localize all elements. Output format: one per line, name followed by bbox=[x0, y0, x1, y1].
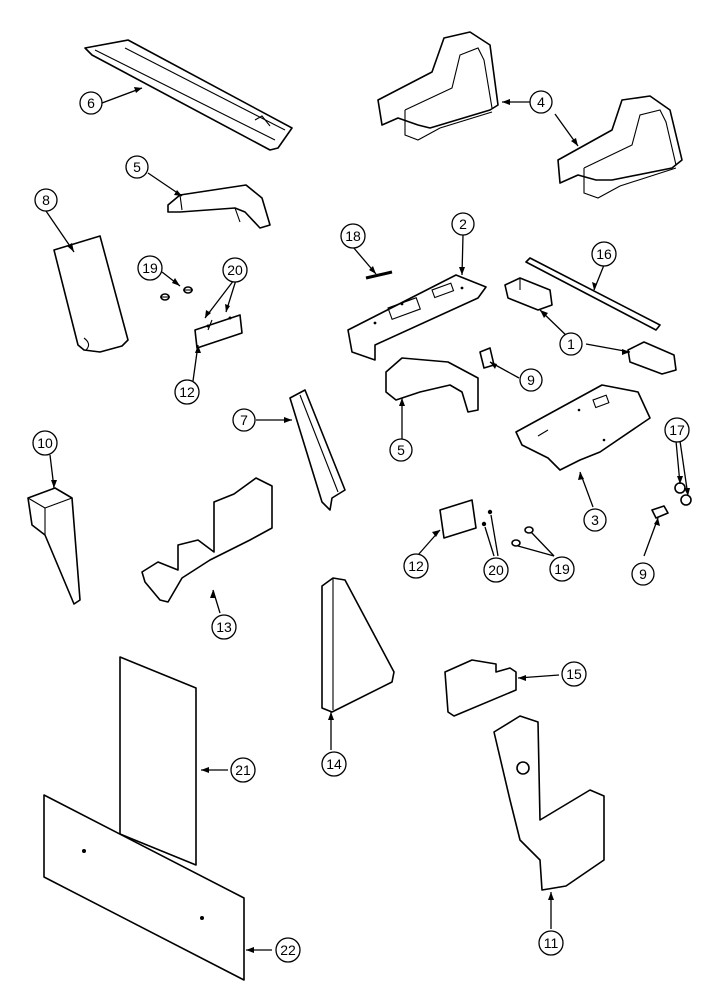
part-12-bracket-lower bbox=[439, 499, 477, 539]
part-11-l-block bbox=[493, 715, 605, 891]
callout-7: 7 bbox=[232, 408, 256, 432]
part-4-cover-lower bbox=[557, 95, 683, 199]
part-21-panel bbox=[119, 656, 197, 866]
part-1-pad-upper bbox=[504, 277, 553, 311]
callout-20-lower: 20 bbox=[483, 557, 509, 583]
callout-9-upper-label: 9 bbox=[527, 372, 535, 388]
part-22-panel bbox=[43, 794, 245, 981]
leader-arrowheads bbox=[51, 87, 690, 953]
part-17-washers bbox=[674, 482, 692, 506]
part-6-panel bbox=[84, 39, 293, 151]
part-7-angle bbox=[289, 389, 346, 511]
callout-4-label: 4 bbox=[537, 94, 545, 110]
part-9-clip-upper bbox=[479, 347, 495, 369]
callout-12-lower-label: 12 bbox=[408, 558, 424, 574]
callout-20-upper-label: 20 bbox=[227, 262, 243, 278]
part-16-strip bbox=[525, 257, 661, 331]
callout-1-label: 1 bbox=[567, 336, 575, 352]
part-18-strip bbox=[365, 270, 393, 280]
callout-19-lower: 19 bbox=[549, 556, 575, 582]
part-4-cover-upper bbox=[377, 31, 499, 141]
callout-9-lower: 9 bbox=[631, 562, 655, 586]
callout-18-label: 18 bbox=[345, 228, 361, 244]
callout-7-label: 7 bbox=[240, 412, 248, 428]
callout-1: 1 bbox=[559, 332, 583, 356]
part-5-guard-upper bbox=[167, 184, 271, 229]
callout-19-upper: 19 bbox=[137, 255, 163, 281]
callout-13: 13 bbox=[211, 614, 237, 640]
callout-17-label: 17 bbox=[669, 422, 685, 438]
callout-8-label: 8 bbox=[42, 192, 50, 208]
part-5-guard-lower bbox=[385, 357, 479, 413]
callout-15-label: 15 bbox=[566, 666, 582, 682]
callout-4: 4 bbox=[529, 90, 553, 114]
callout-5-lower-label: 5 bbox=[397, 442, 405, 458]
callout-11-label: 11 bbox=[544, 935, 559, 951]
callout-10-label: 10 bbox=[37, 435, 53, 451]
callout-16-label: 16 bbox=[596, 246, 612, 262]
part-12-bracket-upper bbox=[194, 314, 243, 349]
part-3-floor-plate bbox=[515, 384, 651, 471]
callout-17: 17 bbox=[664, 417, 690, 443]
part-13-stepped-block bbox=[141, 477, 273, 603]
callout-12-upper: 12 bbox=[174, 379, 200, 405]
callout-21: 21 bbox=[230, 757, 256, 783]
callout-13-label: 13 bbox=[216, 619, 232, 635]
callout-9-upper: 9 bbox=[519, 368, 543, 392]
callout-3: 3 bbox=[583, 508, 607, 532]
callout-9-lower-label: 9 bbox=[639, 566, 647, 582]
callout-16: 16 bbox=[591, 241, 617, 267]
callout-19-upper-label: 19 bbox=[142, 260, 158, 276]
callout-8: 8 bbox=[34, 188, 58, 212]
part-8-plate bbox=[53, 235, 129, 353]
callout-14: 14 bbox=[321, 751, 347, 777]
part-10-block bbox=[27, 487, 81, 605]
callout-21-label: 21 bbox=[235, 762, 251, 778]
part-20-nuts-lower bbox=[481, 509, 493, 527]
callout-5-lower: 5 bbox=[389, 438, 413, 462]
part-19-bolts-upper bbox=[160, 286, 193, 301]
callout-22: 22 bbox=[275, 937, 301, 963]
part-9-clip-lower bbox=[651, 505, 669, 519]
part-15-notched-block bbox=[444, 659, 517, 717]
callout-19-lower-label: 19 bbox=[554, 561, 570, 577]
callout-2: 2 bbox=[451, 212, 475, 236]
callout-22-label: 22 bbox=[280, 942, 296, 958]
callout-5-upper-label: 5 bbox=[133, 159, 141, 175]
callout-2-label: 2 bbox=[459, 216, 467, 232]
callout-6: 6 bbox=[79, 91, 103, 115]
callout-6-label: 6 bbox=[87, 95, 95, 111]
part-2-bracket bbox=[347, 274, 487, 361]
callout-12-lower: 12 bbox=[403, 553, 429, 579]
callout-20-lower-label: 20 bbox=[488, 562, 504, 578]
callout-10: 10 bbox=[32, 430, 58, 456]
callout-11: 11 bbox=[538, 930, 564, 956]
callout-14-label: 14 bbox=[326, 756, 342, 772]
part-1-pad-lower bbox=[627, 341, 677, 375]
callout-18: 18 bbox=[340, 223, 366, 249]
callout-20-upper: 20 bbox=[222, 257, 248, 283]
callout-5-upper: 5 bbox=[125, 155, 149, 179]
callout-15: 15 bbox=[561, 661, 587, 687]
part-14-triangle-block bbox=[321, 577, 395, 713]
part-19-bolts-lower bbox=[511, 526, 534, 547]
callout-3-label: 3 bbox=[591, 512, 599, 528]
callout-12-upper-label: 12 bbox=[179, 384, 195, 400]
